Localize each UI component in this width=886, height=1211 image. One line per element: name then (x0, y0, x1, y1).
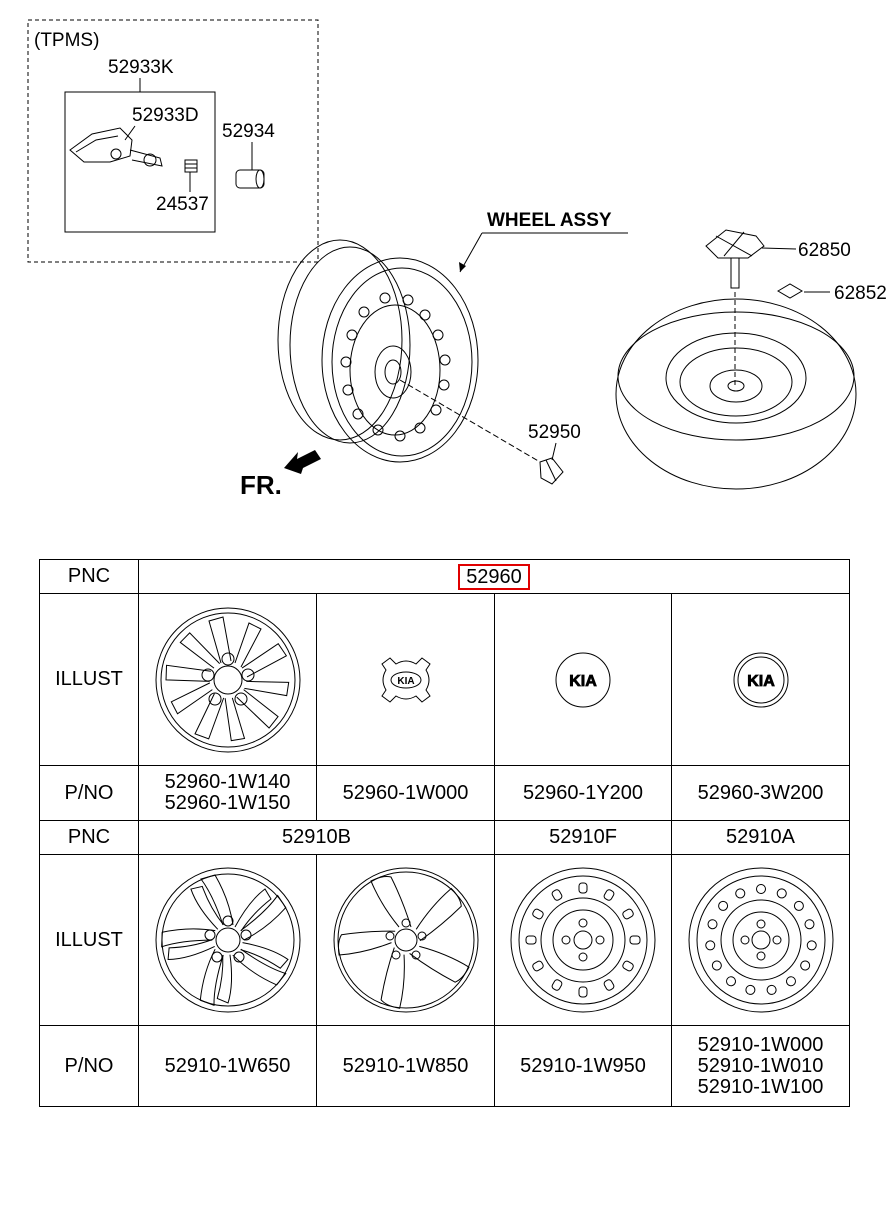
pno-cell[interactable]: 52910-1W650 (138, 1025, 317, 1107)
table-row: ILLUST (39, 854, 850, 1026)
callout-24537[interactable]: 24537 (156, 194, 209, 215)
illust-header-2: ILLUST (39, 854, 139, 1026)
lug-nut-icon (539, 457, 564, 485)
exploded-diagram: (TPMS) 52933K 52933D 24537 52934 WHEEL (27, 19, 886, 500)
steel-wheel-b-illust[interactable] (671, 854, 850, 1026)
center-cap-a-illust[interactable]: KIA (316, 593, 495, 766)
pnc-value-cell[interactable]: 52910F (494, 820, 672, 855)
pnc-highlight[interactable]: 52960 (458, 563, 530, 590)
center-cap-b-illust[interactable]: KIA (494, 593, 672, 766)
pnc-value-cell[interactable]: 52910B (138, 820, 495, 855)
pnc-value-cell: 52960 (138, 559, 850, 594)
pnc-header: PNC (39, 559, 139, 594)
svg-text:KIA: KIA (747, 673, 775, 690)
wheel-cover-illust[interactable] (138, 593, 317, 766)
center-cap-a-icon: KIA (380, 656, 431, 703)
pnc-value-cell[interactable]: 52910A (671, 820, 850, 855)
table-row: P/NO 52960-1W140 52960-1W150 52960-1W000… (39, 765, 850, 821)
pno-header-2: P/NO (39, 1025, 139, 1107)
table-row: PNC 52960 (39, 559, 850, 594)
valve-nut-icon (184, 159, 198, 173)
table-row: P/NO 52910-1W650 52910-1W850 52910-1W950… (39, 1025, 850, 1107)
pno-cell[interactable]: 52960-3W200 (671, 765, 850, 821)
callout-52933k[interactable]: 52933K (108, 57, 174, 78)
spare-label-icon (777, 283, 803, 299)
alloy-wheel-a-icon (154, 867, 303, 1015)
svg-text:KIA: KIA (397, 676, 414, 687)
illust-header: ILLUST (39, 593, 139, 766)
parts-table: PNC 52960 ILLUST (39, 559, 850, 1107)
front-arrow-icon (284, 450, 321, 474)
steel-wheel-a-illust[interactable] (494, 854, 672, 1026)
center-cap-b-icon: KIA (555, 652, 611, 707)
table-row: ILLUST (39, 593, 850, 766)
steel-wheel-a-icon (510, 867, 656, 1013)
callout-52933d[interactable]: 52933D (132, 105, 199, 126)
callout-52934[interactable]: 52934 (222, 121, 275, 142)
hold-down-bolt-icon (705, 229, 765, 289)
center-cap-c-illust[interactable]: KIA (671, 593, 850, 766)
front-label: FR. (240, 470, 282, 500)
callout-52950[interactable]: 52950 (528, 422, 581, 443)
pno-cell[interactable]: 52960-1Y200 (494, 765, 672, 821)
steel-wheel-b-icon (688, 867, 833, 1013)
spare-tire-icon (615, 298, 857, 490)
alloy-wheel-a-illust[interactable] (138, 854, 317, 1026)
steel-wheel-icon (277, 239, 479, 463)
wheel-cover-icon (155, 607, 300, 752)
pno-cell[interactable]: 52910-1W950 (494, 1025, 672, 1107)
pnc-header-2: PNC (39, 820, 139, 855)
tpms-sensor-icon (69, 127, 163, 167)
svg-text:KIA: KIA (569, 673, 597, 690)
pno-cell[interactable]: 52910-1W000 52910-1W010 52910-1W100 (671, 1025, 850, 1107)
pno-cell[interactable]: 52960-1W140 52960-1W150 (138, 765, 317, 821)
pno-cell[interactable]: 52910-1W850 (316, 1025, 495, 1107)
valve-cap-icon (235, 169, 265, 189)
alloy-wheel-b-icon (333, 867, 478, 1013)
callout-wheel-assy[interactable]: WHEEL ASSY (487, 210, 612, 231)
table-row: PNC 52910B 52910F 52910A (39, 820, 850, 855)
center-cap-c-icon: KIA (733, 652, 788, 707)
pno-header: P/NO (39, 765, 139, 821)
tpms-kit-box (64, 91, 216, 233)
callout-62852[interactable]: 62852 (834, 283, 886, 304)
alloy-wheel-b-illust[interactable] (316, 854, 495, 1026)
pno-cell[interactable]: 52960-1W000 (316, 765, 495, 821)
tpms-label: (TPMS) (34, 30, 99, 51)
callout-62850[interactable]: 62850 (798, 240, 851, 261)
